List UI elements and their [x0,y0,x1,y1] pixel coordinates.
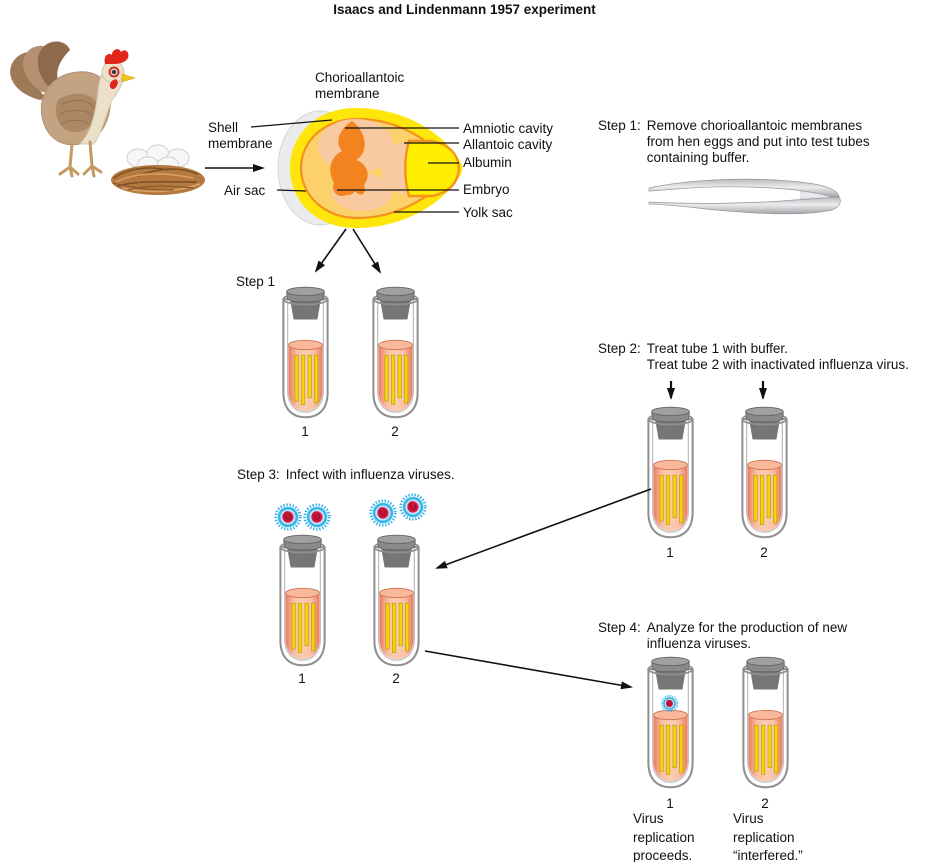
diagram-title: Isaacs and Lindenmann 1957 experiment [333,2,596,17]
tweezers-icon [648,178,841,215]
result-tube1: Virus replication proceeds. [633,811,695,862]
step1-line: containing buffer. [646,150,750,165]
embryo-shape [330,121,368,195]
hen-beak [121,73,136,83]
tube-number: 2 [760,545,768,560]
step4-heading: Step 4: [598,620,641,635]
label-albumin: Albumin [463,155,512,170]
step1-line: from hen eggs and put into test tubes [646,134,870,149]
tube-number: 2 [391,424,399,439]
test-tube-step1-1 [282,286,329,419]
hen-wattle [109,79,118,90]
arrow-egg-to-tube1 [314,228,347,273]
label-amniotic-cavity: Amniotic cavity [463,121,554,136]
embryo-head [333,178,351,196]
hen-wing [55,93,99,132]
test-tube-step2-2 [741,406,788,539]
arrow-egg-to-tube2 [352,228,382,274]
label-chorioallantoic-membrane: Chorioallantoic membrane [315,70,405,101]
step4-line: Analyze for the production of new [646,620,848,635]
arrow-step2-to-step3 [435,488,652,569]
tube-number: 1 [301,424,309,439]
arrow-step3-to-step4 [424,650,633,690]
hen-legs [58,140,103,178]
tube-number: 1 [666,545,674,560]
hen-tail-feathers [10,41,70,100]
test-tube-step3-1 [279,534,326,667]
test-tube-step2-1 [647,406,694,539]
test-tube-step4-1 [647,656,694,789]
step3-description: Step 3: Infect with influenza viruses. [237,467,455,483]
label-allantoic-cavity: Allantoic cavity [463,137,553,152]
albumin-region [404,139,461,198]
step2-description: Step 2: Treat tube 1 with buffer. Treat … [598,341,909,373]
label-air-sac: Air sac [224,183,266,198]
egg-diagram [277,108,463,228]
test-tube-step1-2 [372,286,419,419]
step4-line: influenza viruses. [646,636,752,651]
label-yolk-sac: Yolk sac [463,205,513,220]
step1-line: Remove chorioallantoic membranes [646,118,863,133]
test-tube-step3-2 [373,534,420,667]
influenza-virus-icon [399,493,427,521]
tube-number: 2 [392,671,400,686]
result-tube2: Virus replication “interfered.” [733,811,803,862]
step1-heading: Step 1: [598,118,641,133]
step4-description: Step 4: Analyze for the production of ne… [598,620,847,652]
nest-icon [111,144,205,195]
tube-number: 1 [666,796,674,811]
test-tube-step4-2 [742,656,789,789]
hen-illustration [10,41,136,178]
tube-number: 1 [298,671,306,686]
hen-comb [104,49,129,64]
influenza-virus-icon [303,503,331,531]
label-shell-membrane: Shell membrane [208,120,273,151]
step3-heading: Step 3: [237,467,280,482]
step2-heading: Step 2: [598,341,641,356]
influenza-virus-icon [274,503,302,531]
tube-number: 2 [761,796,769,811]
step2-line: Treat tube 2 with inactivated influenza … [646,357,909,372]
influenza-virus-icon [369,499,397,527]
step3-line: Infect with influenza viruses. [285,467,455,482]
step1-description: Step 1: Remove chorioallantoic membranes… [598,118,870,166]
step1-tube-group-label: Step 1 [236,274,276,289]
new-virus-in-tube-icon [660,694,679,713]
label-embryo: Embryo [463,182,510,197]
step2-line: Treat tube 1 with buffer. [646,341,788,356]
